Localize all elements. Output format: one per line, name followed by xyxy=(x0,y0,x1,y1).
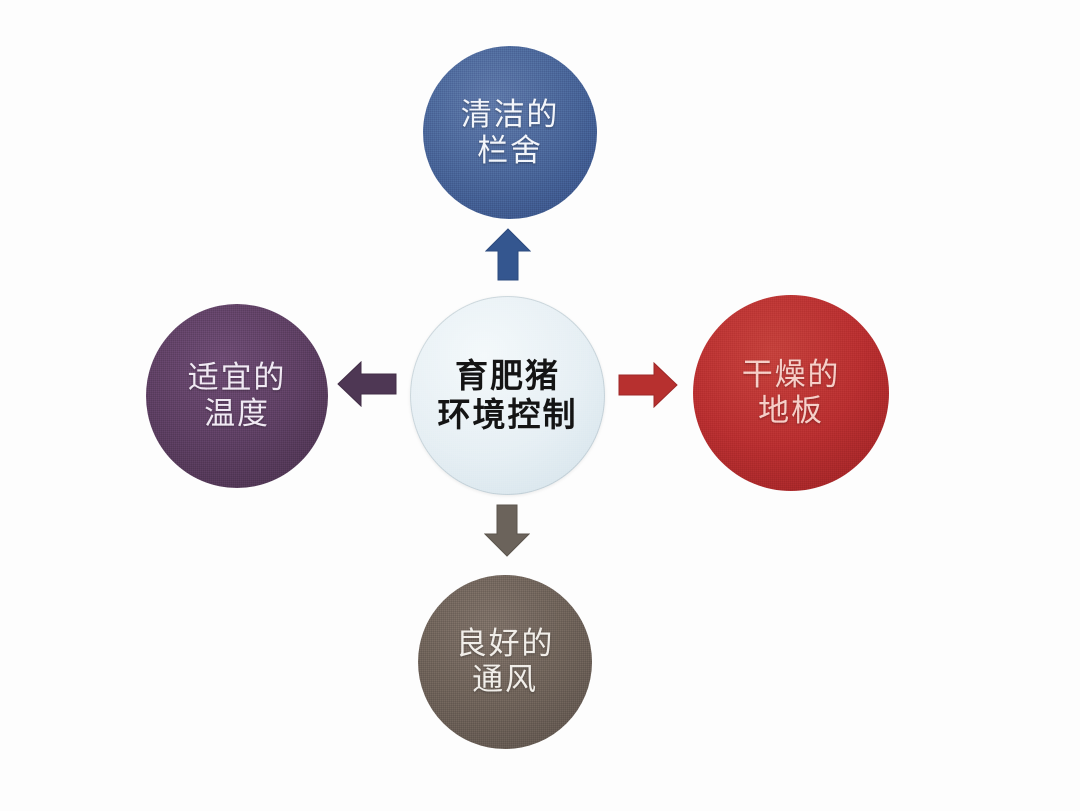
arrow-right-icon xyxy=(618,362,678,408)
arrow-down-shape xyxy=(484,504,530,557)
arrow-down-icon xyxy=(484,504,530,557)
node-clean-pens-label: 清洁的 栏舍 xyxy=(460,96,560,168)
node-dry-floor: 干燥的 地板 xyxy=(693,295,889,491)
node-good-ventilation-label: 良好的 通风 xyxy=(455,626,555,697)
node-dry-floor-label: 干燥的 地板 xyxy=(741,357,841,428)
node-suitable-temperature-label: 适宜的 温度 xyxy=(187,360,287,431)
arrow-up-icon xyxy=(485,228,531,281)
node-suitable-temperature: 适宜的 温度 xyxy=(146,304,328,488)
center-node-label: 育肥猪 环境控制 xyxy=(437,357,578,433)
center-node: 育肥猪 环境控制 xyxy=(410,296,605,495)
node-clean-pens: 清洁的 栏舍 xyxy=(423,46,597,219)
arrow-left-shape xyxy=(337,361,397,407)
node-good-ventilation: 良好的 通风 xyxy=(418,575,592,749)
arrow-left-icon xyxy=(337,361,397,407)
arrow-up-shape xyxy=(485,228,531,281)
arrow-right-shape xyxy=(618,362,678,408)
